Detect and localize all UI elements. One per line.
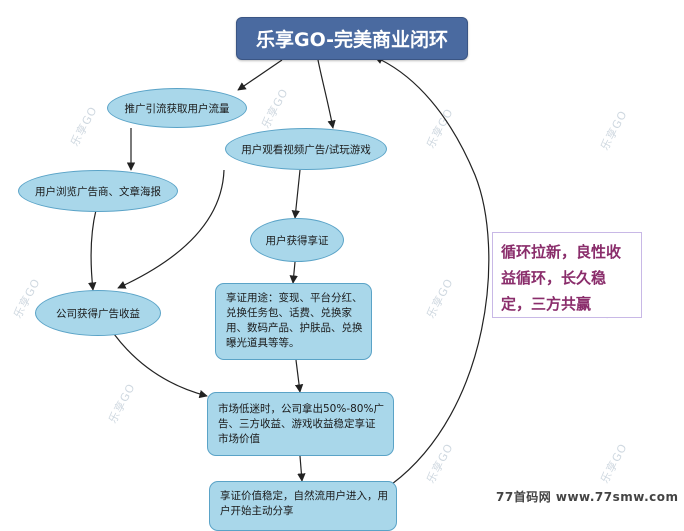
arrow-earn-to-usage: [289, 261, 298, 284]
node-traffic: 推广引流获取用户流量: [107, 88, 247, 128]
site-watermark: 77首码网 www.77smw.com: [496, 490, 679, 504]
arrow-title-to-traffic: [237, 59, 283, 91]
arrow-stable-loop-to-title: [374, 56, 490, 485]
arrow-title-to-watch: [317, 59, 336, 129]
arrow-browse-to-company: [88, 209, 97, 291]
arrow-market-to-stable: [297, 455, 306, 482]
node-browse-ads: 用户浏览广告商、文章海报: [18, 170, 178, 212]
arrow-watch-to-earn: [291, 169, 301, 219]
node-market-stabilize: 市场低迷时，公司拿出50%-80%广告、三方收益、游戏收益稳定享证市场价值: [207, 392, 394, 456]
node-watch-ads: 用户观看视频广告/试玩游戏: [225, 128, 387, 170]
node-company-revenue: 公司获得广告收益: [35, 290, 161, 336]
flow-arrows: [88, 56, 490, 485]
node-earn-coupon: 用户获得享证: [250, 218, 344, 262]
arrow-watch-to-company: [117, 169, 225, 289]
arrow-company-to-market: [113, 333, 208, 399]
node-value-stable: 享证价值稳定，自然流用户进入，用户开始主动分享: [209, 481, 397, 531]
node-coupon-usage: 享证用途：变现、平台分红、兑换任务包、话费、兑换家用、数码产品、护肤品、兑换曝光…: [215, 283, 372, 360]
arrow-usage-to-market: [294, 359, 304, 393]
diagram-title: 乐享GO-完美商业闭环: [236, 17, 468, 60]
note-win-win: 循环拉新，良性收益循环，长久稳定，三方共赢: [492, 232, 642, 318]
